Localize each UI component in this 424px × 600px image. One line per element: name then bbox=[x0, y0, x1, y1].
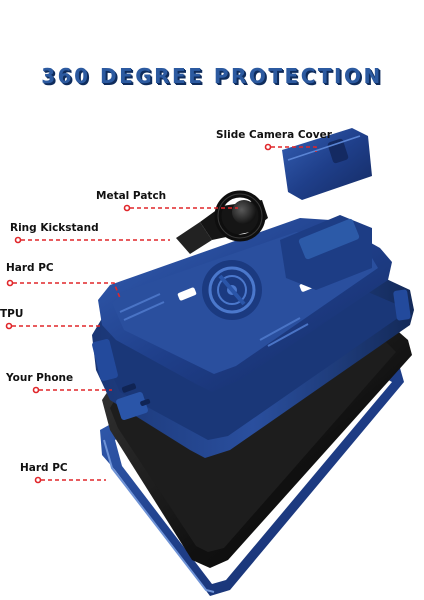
callout-hard-pc-bottom: Hard PC bbox=[20, 462, 68, 474]
callout-slide-camera-cover: Slide Camera Cover bbox=[216, 129, 332, 141]
metal-patch bbox=[232, 200, 256, 224]
callout-leader-lines bbox=[5, 143, 317, 484]
ring-kickstand bbox=[176, 190, 268, 254]
callout-ring-kickstand: Ring Kickstand bbox=[10, 222, 99, 234]
callout-your-phone: Your Phone bbox=[6, 372, 74, 384]
callout-metal-patch: Metal Patch bbox=[96, 190, 167, 202]
slide-camera-cover bbox=[282, 128, 372, 200]
callout-tpu: TPU bbox=[0, 308, 24, 320]
callout-hard-pc-top: Hard PC bbox=[6, 262, 54, 274]
page-title: 360 DEGREE PROTECTION bbox=[41, 64, 383, 88]
hard-pc-shell bbox=[98, 215, 392, 392]
